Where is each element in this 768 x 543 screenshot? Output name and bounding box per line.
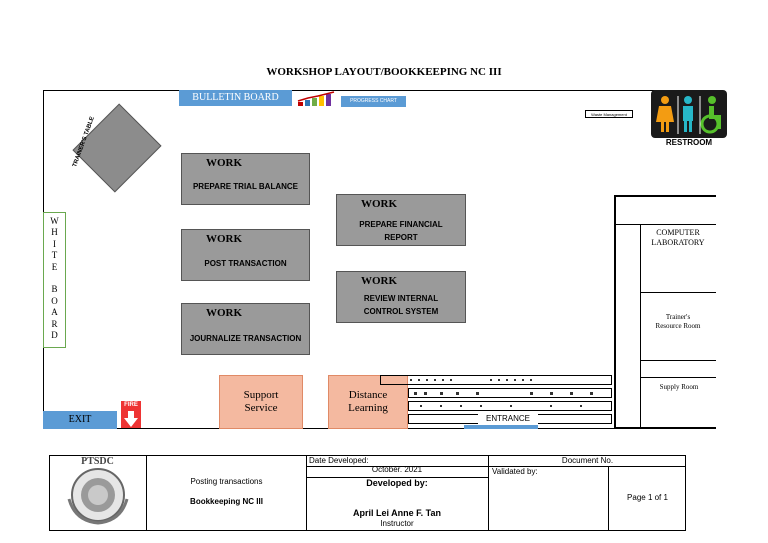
exit-sign: EXIT: [43, 411, 117, 429]
author-role: Instructor: [380, 519, 414, 528]
shelf-row: [408, 401, 612, 411]
work-station: WORK PREPARE FINANCIAL REPORT: [336, 194, 466, 246]
work-task-label: JOURNALIZE TRANSACTION: [189, 334, 302, 343]
page-number: Page 1 of 1: [627, 493, 668, 502]
entrance-label: ENTRANCE: [478, 414, 538, 424]
computer-laboratory-label: COMPUTER LABORATORY: [651, 228, 705, 247]
white-board-letter: W: [50, 216, 59, 226]
white-board-letter: B: [51, 284, 58, 295]
white-board-letter: H: [51, 227, 58, 238]
waste-management-label: Waste Management: [585, 110, 633, 118]
work-station: WORK POST TRANSACTION: [181, 229, 310, 281]
shelf-row: [380, 375, 612, 385]
bar-chart-icon: [297, 91, 335, 106]
white-board-letter: E: [51, 261, 58, 272]
org-logo: [67, 468, 129, 525]
fire-label: FIRE: [124, 402, 138, 408]
developed-by-label: Developed by:: [366, 478, 428, 488]
room-divider: [640, 292, 716, 293]
shelf-row: [408, 388, 612, 398]
support-service-area: Support Service: [219, 375, 303, 429]
work-task-label: PREPARE TRIAL BALANCE: [192, 182, 299, 191]
rooms-wall: [614, 195, 716, 429]
trainers-resource-room-label: Trainer's Resource Room: [655, 313, 701, 330]
work-label: WORK: [206, 157, 243, 169]
document-no-label: Document No.: [561, 456, 614, 465]
work-task-label: POST TRANSACTION: [204, 259, 287, 268]
supply-room-label: Supply Room: [659, 383, 699, 391]
room-divider: [640, 360, 716, 361]
distance-learning-area: Distance Learning: [328, 375, 408, 429]
page-title: WORKSHOP LAYOUT/BOOKKEEPING NC III: [266, 66, 502, 78]
white-board-letter: [53, 273, 55, 284]
posting-label: Posting transactions: [190, 477, 263, 486]
org-name: PTSDC: [81, 456, 114, 467]
work-station: WORK JOURNALIZE TRANSACTION: [181, 303, 310, 355]
white-board-letter: I: [53, 238, 56, 249]
computer-lab-wall: [614, 224, 716, 225]
white-board-letter: T: [51, 250, 58, 261]
validated-by-label: Validated by:: [492, 467, 538, 476]
work-label: WORK: [206, 307, 243, 319]
work-label: WORK: [206, 233, 243, 245]
work-station: WORK PREPARE TRIAL BALANCE: [181, 153, 310, 205]
restroom-sign: [651, 90, 727, 138]
restroom-label: RESTROOM: [665, 138, 713, 147]
work-task-label: PREPARE FINANCIAL REPORT: [359, 220, 443, 242]
footer-table: PTSDC Posting transactions Bookkeeping N…: [49, 455, 686, 531]
room-divider: [640, 377, 716, 378]
white-board-letter: O: [51, 295, 58, 306]
bulletin-board: BULLETIN BOARD: [179, 90, 292, 106]
inner-rooms: [640, 224, 716, 429]
course-label: Bookkeeping NC III: [190, 497, 263, 506]
work-label: WORK: [361, 275, 398, 287]
work-station: WORK REVIEW INTERNAL CONTROL SYSTEM: [336, 271, 466, 323]
author-name: April Lei Anne F. Tan: [352, 508, 441, 518]
white-board-letter: D: [51, 330, 58, 341]
arrow-down-icon: [124, 411, 138, 427]
fire-exit-icon: FIRE: [121, 401, 141, 428]
work-label: WORK: [361, 198, 398, 210]
shelf-pattern: [410, 379, 593, 407]
white-board-letter: A: [51, 307, 58, 318]
restroom-icon: [656, 96, 721, 134]
work-task-label: REVIEW INTERNAL CONTROL SYSTEM: [363, 294, 439, 316]
entrance-door: [464, 425, 538, 429]
progress-chart-label: PROGRESS CHART: [341, 96, 406, 107]
date-label: Date Developed:: [309, 456, 369, 465]
white-board-letter: R: [51, 318, 58, 329]
date-value: October. 2021: [371, 465, 423, 474]
